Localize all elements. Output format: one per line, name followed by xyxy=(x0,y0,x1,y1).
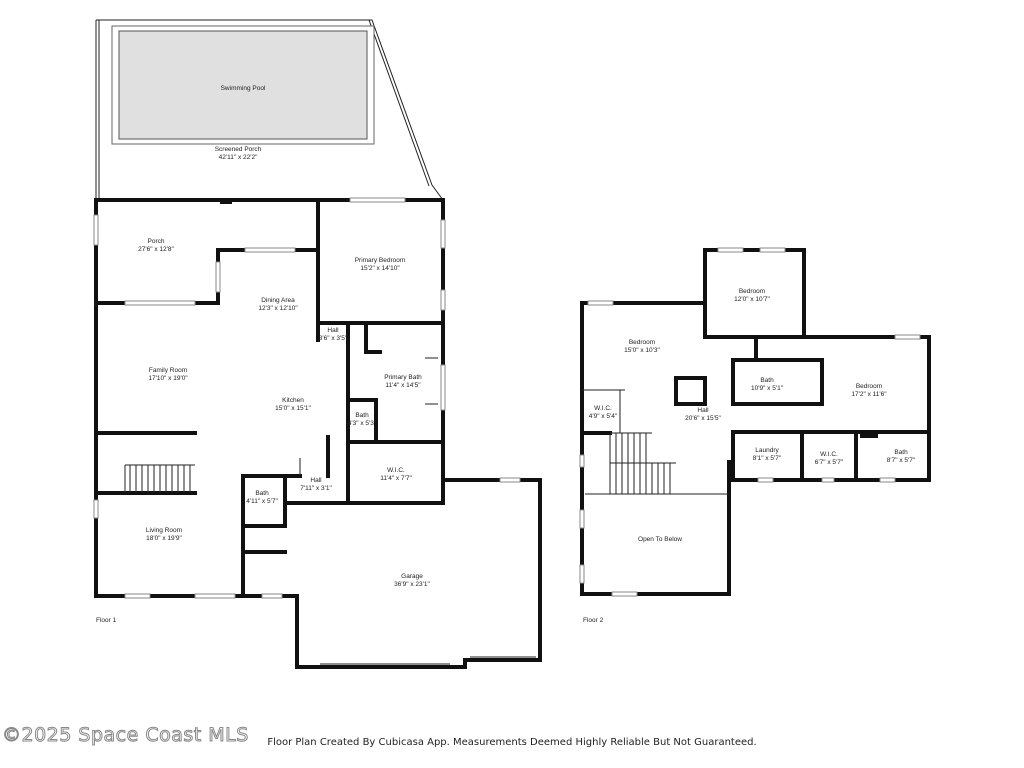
room-dims: 8'7" x 5'7" xyxy=(887,457,916,464)
room-dims: 17'2" x 11'6" xyxy=(851,391,887,398)
room-label: Living Room xyxy=(146,527,182,534)
room-label: Screened Porch xyxy=(215,146,262,153)
room-dims: 3'6" x 3'5" xyxy=(319,335,348,342)
room-dims: 10'9" x 5'1" xyxy=(751,385,784,392)
room-label: Swimming Pool xyxy=(221,85,266,92)
room-label: Hall xyxy=(697,407,709,414)
room-dims: 36'9" x 23'1" xyxy=(394,581,430,588)
room-label: Family Room xyxy=(149,367,187,374)
floor-2-labels: Bedroom 12'0" x 10'7" Bedroom 15'0" x 10… xyxy=(583,288,916,624)
room-dims: 15'2" x 14'10" xyxy=(360,265,400,272)
room-label: Kitchen xyxy=(282,397,304,404)
room-dims: 15'0" x 10'3" xyxy=(624,347,660,354)
room-dims: 18'0" x 19'9" xyxy=(146,535,182,542)
room-dims: 4'9" x 5'4" xyxy=(589,413,618,420)
room-dims: 27'6" x 12'8" xyxy=(138,246,174,253)
room-dims: 20'6" x 15'5" xyxy=(685,415,721,422)
room-dims: 12'3" x 12'10" xyxy=(258,305,298,312)
room-label: Bedroom xyxy=(856,383,882,390)
room-dims: 6'7" x 5'7" xyxy=(815,459,844,466)
stairs-floor-2 xyxy=(585,432,729,495)
room-dims: 17'10" x 19'0" xyxy=(148,375,188,382)
room-dims: 7'11" x 3'1" xyxy=(300,485,332,492)
room-label: Primary Bath xyxy=(384,374,422,381)
room-label: Hall xyxy=(310,477,322,484)
footer-disclaimer: Floor Plan Created By Cubicasa App. Meas… xyxy=(267,737,756,748)
room-label: Hall xyxy=(327,327,339,334)
room-label: Porch xyxy=(148,238,165,245)
floor-1-labels: Swimming Pool Screened Porch 42'11" x 22… xyxy=(96,85,431,624)
watermark-text: ©2025 Space Coast MLS xyxy=(2,724,249,746)
room-label: W.I.C. xyxy=(594,405,612,412)
room-label: Dining Area xyxy=(261,297,295,304)
floor-2-plan xyxy=(579,247,931,597)
room-label: Bath xyxy=(760,377,774,384)
room-label: Bath xyxy=(894,449,908,456)
room-dims: 4'11" x 5'7" xyxy=(246,498,278,505)
room-dims: 42'11" x 22'2" xyxy=(219,154,258,161)
room-label: Open To Below xyxy=(638,536,682,543)
room-label: W.I.C. xyxy=(820,451,838,458)
floor-1-label: Floor 1 xyxy=(96,617,117,624)
room-label: Primary Bedroom xyxy=(355,257,406,264)
room-label: W.I.C. xyxy=(387,467,405,474)
room-dims: 8'1" x 5'7" xyxy=(753,455,782,462)
floor-1-plan xyxy=(93,19,542,669)
room-label: Garage xyxy=(401,573,423,580)
room-label: Bedroom xyxy=(629,339,655,346)
room-dims: 15'0" x 15'1" xyxy=(275,405,311,412)
room-label: Laundry xyxy=(755,447,779,454)
room-dims: 11'4" x 14'5" xyxy=(385,382,421,389)
room-label: Bedroom xyxy=(739,288,765,295)
room-label: Bath xyxy=(355,412,369,419)
room-label: Bath xyxy=(255,490,269,497)
stairs-floor-1 xyxy=(124,464,195,493)
room-dims: 12'0" x 10'7" xyxy=(734,296,770,303)
floor-2-label: Floor 2 xyxy=(583,617,604,624)
room-dims: 4'3" x 5'3" xyxy=(348,420,377,427)
room-dims: 11'4" x 7'7" xyxy=(380,475,412,482)
